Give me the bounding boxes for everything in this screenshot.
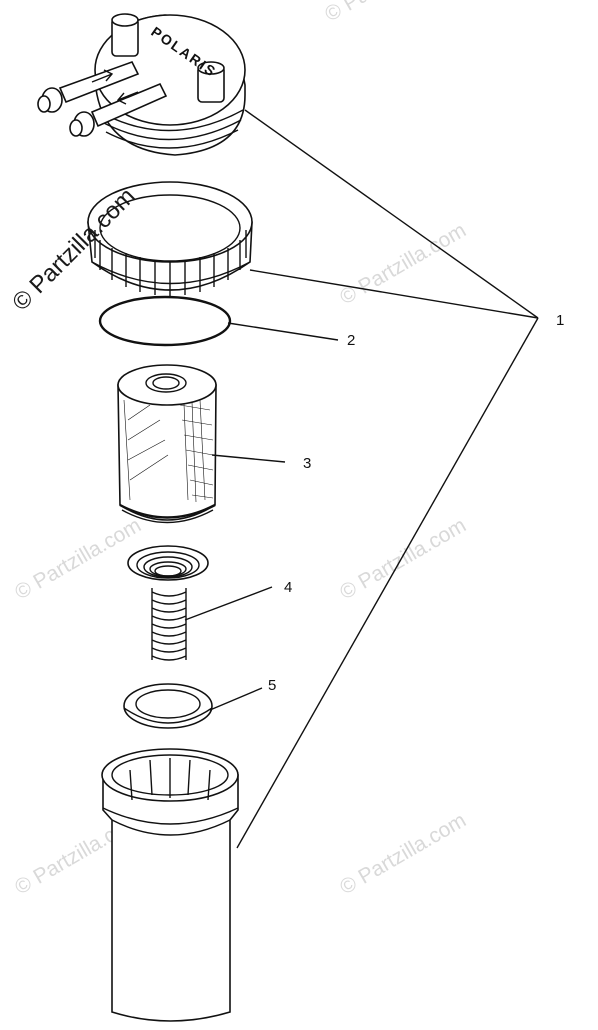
filter-head-cap: POLARIS — [37, 13, 246, 156]
callout-1: 1 — [556, 312, 564, 329]
spring-with-seat — [127, 545, 209, 661]
leader-1-top — [244, 109, 539, 319]
o-ring-seal — [98, 295, 232, 347]
leader-5 — [209, 687, 263, 711]
leader-4 — [184, 586, 273, 621]
retaining-ring — [87, 181, 253, 297]
callouts: 1 2 3 4 5 — [268, 312, 564, 694]
watermark: © Partzilla.com — [336, 514, 470, 605]
leader-lines — [184, 109, 539, 849]
callout-2: 2 — [347, 332, 355, 349]
leader-1-ring — [249, 269, 539, 319]
filter-bowl — [101, 748, 239, 1022]
watermark: © Partzilla.com — [336, 809, 470, 900]
leader-3 — [211, 454, 286, 463]
gasket-washer — [123, 683, 213, 729]
leader-2 — [227, 322, 339, 341]
watermark: © Partzilla.com — [321, 0, 455, 26]
callout-4: 4 — [284, 579, 292, 596]
watermark: © Partzilla.com — [11, 514, 145, 605]
leader-1-bowl — [236, 317, 539, 849]
callout-3: 3 — [303, 455, 311, 472]
callout-5: 5 — [268, 677, 276, 694]
filter-element — [117, 364, 217, 524]
